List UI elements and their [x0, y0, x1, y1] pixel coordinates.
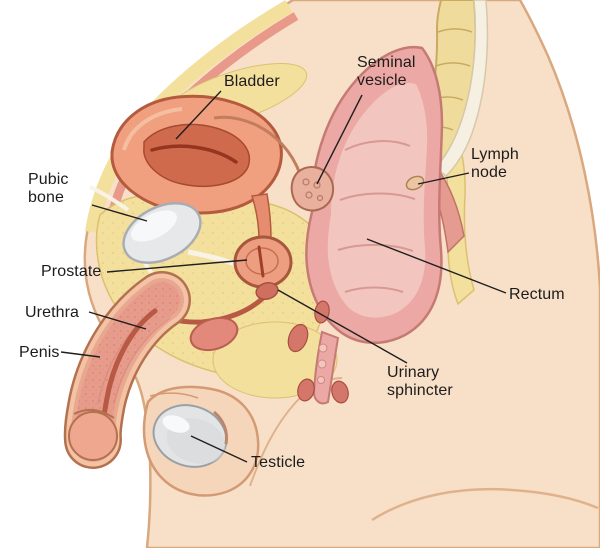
rectum-fold — [344, 140, 411, 151]
prostate-body — [233, 235, 293, 289]
vas-deferens — [213, 115, 302, 175]
ligament — [89, 185, 130, 212]
leader-pubic-bone — [91, 204, 148, 222]
leader-lines — [60, 90, 507, 463]
anal-fold — [318, 343, 328, 353]
leader-testicle — [190, 435, 248, 463]
bladder-lumen-slit — [150, 144, 238, 164]
rectum-fold — [344, 286, 404, 293]
urinary-sphincter-body — [255, 282, 279, 300]
label-lymph-node: Lymph node — [471, 146, 519, 181]
seminal-vesicle-texture — [305, 191, 313, 199]
leader-rectum — [366, 238, 507, 294]
leader-prostate — [106, 259, 248, 273]
label-prostate: Prostate — [41, 263, 102, 280]
leader-seminal-vesicle — [316, 94, 363, 185]
leader-bladder — [175, 90, 222, 140]
gluteal-fold — [371, 487, 599, 522]
seminal-vesicle — [213, 115, 335, 212]
label-testicle: Testicle — [251, 454, 306, 471]
penis — [63, 271, 191, 469]
label-penis: Penis — [19, 344, 60, 361]
label-pubic-bone: Pubic bone — [28, 171, 69, 206]
rectum-fold — [337, 243, 414, 252]
leader-urethra — [88, 311, 147, 330]
label-bladder: Bladder — [224, 73, 280, 90]
testicle-highlight — [162, 415, 190, 433]
seminal-vesicle-texture — [316, 194, 324, 202]
leader-lymph-node — [417, 172, 470, 185]
epididymis — [213, 410, 228, 445]
anal-fold — [317, 359, 327, 369]
seminal-vesicle-body — [290, 166, 335, 212]
vertebra-line — [437, 28, 473, 33]
anal-sphincter — [297, 378, 315, 402]
leader-penis — [60, 351, 101, 358]
prostatic-urethra — [257, 245, 265, 278]
rectum-inner — [327, 82, 428, 318]
sacral-ligament — [434, 0, 489, 178]
pubic-bone — [122, 202, 202, 264]
glans — [68, 411, 118, 461]
label-urinary-sphincter: Urinary sphincter — [387, 364, 453, 399]
anal-sphincter — [331, 380, 349, 404]
label-urethra: Urethra — [25, 304, 80, 321]
anal-fold — [317, 376, 325, 384]
leader-urinary-sphincter — [277, 289, 408, 364]
lymph-node-body — [405, 175, 425, 191]
pubic-bone-highlight — [131, 210, 177, 242]
corona-line — [73, 408, 115, 419]
penile-bulb — [189, 316, 239, 352]
rectum-fold — [339, 192, 416, 201]
seminal-vesicle-texture — [313, 181, 321, 189]
scrotum-fold — [149, 392, 199, 399]
bladder — [110, 94, 283, 241]
perineal-muscles — [189, 300, 330, 353]
penis-texture-line — [113, 317, 171, 405]
seminal-vesicle-texture — [302, 178, 310, 186]
label-rectum: Rectum — [509, 286, 565, 303]
perineal-muscle — [287, 323, 309, 353]
rectum — [297, 45, 444, 405]
vertebra-line — [435, 62, 471, 67]
label-seminal-vesicle: Seminal vesicle — [357, 54, 416, 89]
prostate — [233, 235, 293, 300]
bladder-highlight — [122, 107, 183, 151]
